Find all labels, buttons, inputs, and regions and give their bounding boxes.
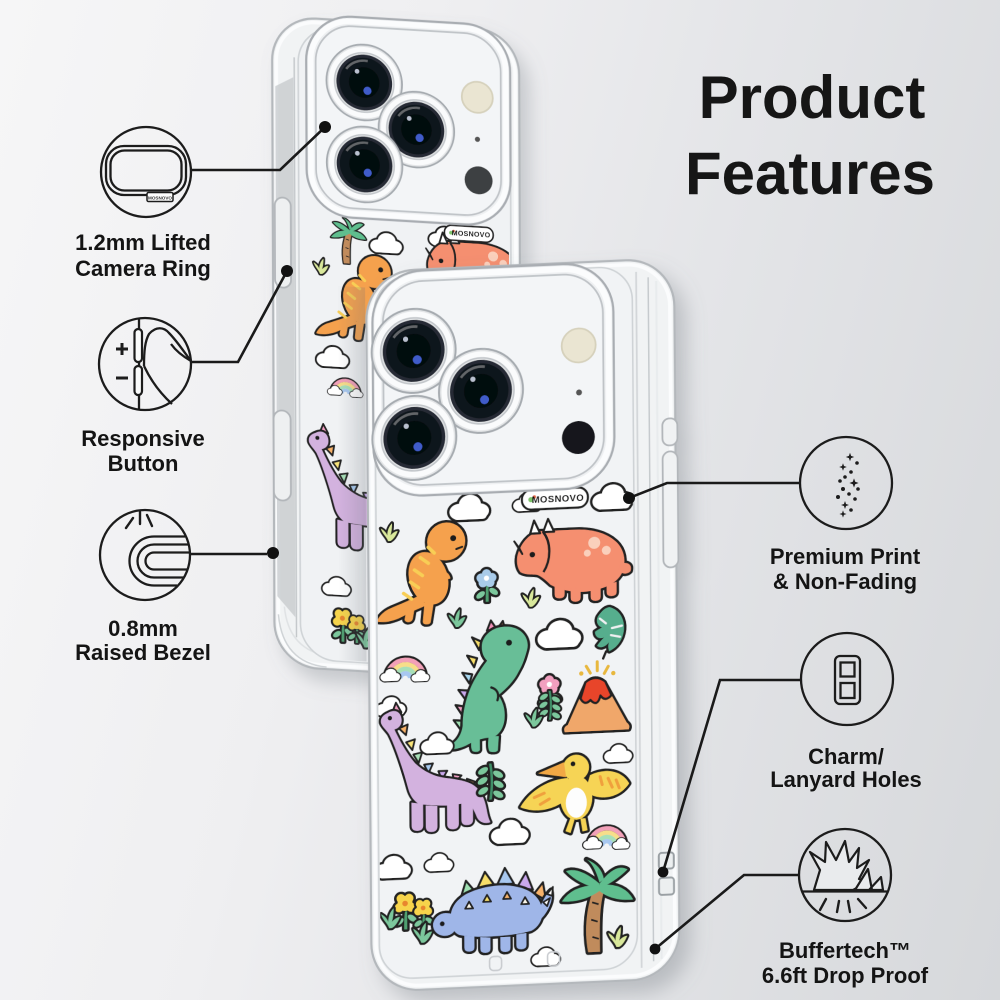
svg-text:Charm/: Charm/ [808, 744, 884, 769]
svg-text:Button: Button [108, 451, 179, 476]
svg-text:Buffertech™: Buffertech™ [779, 938, 911, 963]
svg-text:Raised Bezel: Raised Bezel [75, 640, 211, 665]
svg-text:MOSNOVO: MOSNOVO [148, 195, 172, 200]
svg-text:6.6ft Drop Proof: 6.6ft Drop Proof [762, 963, 929, 988]
svg-text:1.2mm Lifted: 1.2mm Lifted [75, 230, 211, 255]
svg-text:Features: Features [685, 140, 935, 207]
svg-text:Product: Product [699, 64, 926, 131]
svg-text:Premium Print: Premium Print [770, 544, 921, 569]
svg-text:Lanyard Holes: Lanyard Holes [770, 767, 922, 792]
svg-text:& Non-Fading: & Non-Fading [773, 569, 917, 594]
svg-text:0.8mm: 0.8mm [108, 616, 178, 641]
svg-text:Camera Ring: Camera Ring [75, 256, 211, 281]
svg-text:Responsive: Responsive [81, 426, 205, 451]
